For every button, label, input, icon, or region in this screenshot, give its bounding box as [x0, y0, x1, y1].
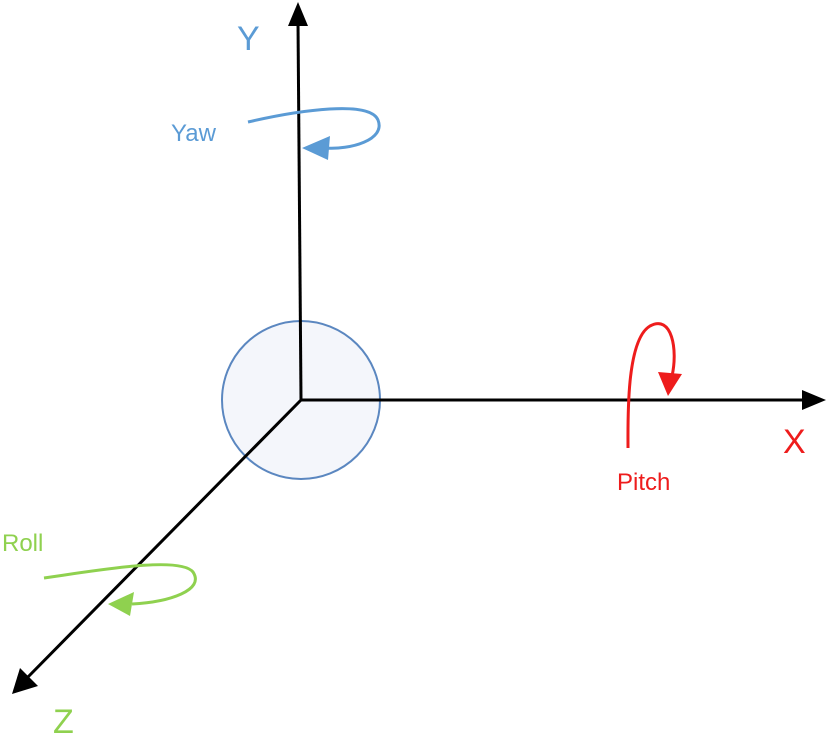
roll-label: Roll — [2, 530, 43, 557]
z-axis-label: Z — [53, 703, 74, 741]
x-axis-label: X — [783, 423, 806, 461]
pitch-rotation-arrow — [626, 322, 682, 449]
yaw-label: Yaw — [171, 120, 217, 147]
z-axis — [12, 398, 303, 694]
y-axis-label: Y — [237, 20, 260, 58]
pitch-label: Pitch — [617, 469, 670, 496]
y-axis — [288, 2, 308, 401]
roll-rotation-arrow — [43, 563, 197, 616]
yaw-rotation-arrow — [247, 107, 381, 160]
x-axis — [301, 390, 826, 410]
